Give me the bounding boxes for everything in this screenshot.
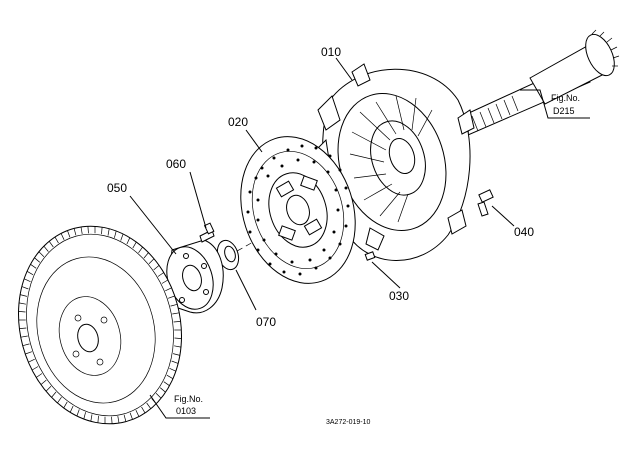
rivet-dots [246,144,350,276]
ring-gear-tooth [60,233,65,240]
ring-gear-tooth [146,402,152,409]
ring-gear-tooth [120,233,124,241]
clutch-cover-assembly [315,63,475,261]
ring-gear-tooth [111,416,113,424]
ring-gear-tooth [159,387,166,393]
ring-gear-tooth [24,278,31,283]
ring-gear-tooth [123,414,127,422]
bolt-060 [199,222,215,243]
ring-gear-tooth [174,337,182,339]
ring-gear-tooth [25,351,33,355]
ring-gear-tooth [129,412,133,420]
flywheel-ref-line2: 0103 [176,406,196,416]
ring-gear-tooth [54,236,59,244]
ring-gear-tooth [165,287,172,292]
label-060: 060 [166,157,186,171]
ring-gear-tooth [20,335,28,338]
ring-gear-tooth [172,312,180,315]
shaft-ref-line1: Fig.No. [551,93,580,103]
ring-gear-tooth [132,241,137,249]
ring-gear-tooth [40,379,47,385]
ring-gear-tooth [30,264,37,269]
ring-gear-tooth [169,367,176,372]
label-050: 050 [107,181,127,195]
ring-gear-tooth [80,226,83,234]
clutch-disc [240,136,356,284]
ring-gear-tooth [155,393,162,399]
shaft-ref-line2: D215 [553,106,575,116]
ring-gear-tooth [90,414,93,422]
ring-gear-tooth [28,358,35,363]
ring-gear-tooth [97,415,99,423]
ring-gear-tooth [166,374,174,380]
ring-gear-tooth [73,228,77,236]
ring-gear-tooth [114,230,117,238]
ring-gear-tooth [31,366,39,371]
ring-gear-tooth [173,353,180,356]
label-020: 020 [228,115,248,129]
ring-gear-tooth [163,381,170,386]
ring-gear-tooth [48,241,54,248]
input-shaft-drawing [457,29,620,136]
ring-gear-tooth [173,321,181,323]
ring-gear-tooth [38,251,45,257]
ring-gear-tooth [87,226,89,234]
ring-gear-tooth [107,228,110,236]
flywheel [18,225,182,425]
ring-gear-tooth [20,294,27,297]
ring-gear-tooth [76,409,80,417]
ring-gear-tooth [51,391,57,398]
ring-gear-tooth [117,416,120,424]
ring-gear-tooth [170,303,178,307]
ring-gear-tooth [101,227,103,235]
drawing-code: 3A272-019-10 [326,419,370,426]
dowel-pin [364,251,376,261]
ring-gear-tooth [138,246,143,254]
ring-gear-tooth [21,286,29,290]
ring-gear-tooth [141,406,146,414]
ring-gear-tooth [26,270,34,276]
ring-gear-tooth [43,245,49,252]
label-030: 030 [389,289,409,303]
ring-gear-tooth [19,327,27,329]
label-010: 010 [321,45,341,59]
ring-gear-tooth [135,410,140,417]
adapter-flange [165,239,224,314]
ring-gear-tooth [161,279,169,284]
ring-gear-tooth [83,412,86,420]
flywheel-ref-line1: Fig.No. [174,394,203,404]
bolt-040 [477,189,494,217]
ring-gear-tooth [167,295,175,299]
ring-gear-tooth [45,386,52,392]
ring-gear-tooth [171,360,179,364]
ring-gear-tooth [69,405,74,413]
pilot-bearing [216,239,240,271]
ring-gear-tooth [143,252,149,259]
label-040: 040 [514,225,534,239]
ring-gear-tooth [36,373,43,378]
label-070: 070 [256,315,276,329]
ring-gear-tooth [34,257,41,263]
ring-gear-tooth [174,345,182,348]
ring-gear-tooth [57,396,62,404]
ring-gear-tooth [18,311,26,313]
ring-gear-tooth [126,237,131,245]
ring-gear-tooth [67,230,71,238]
ring-gear-tooth [157,272,164,277]
ring-gear-tooth [148,258,155,264]
ring-gear-tooth [22,343,30,347]
ring-gear-tooth [63,401,68,409]
leader-lines [129,57,590,419]
ring-gear-tooth [153,265,160,271]
ring-gear-tooth [18,302,26,305]
